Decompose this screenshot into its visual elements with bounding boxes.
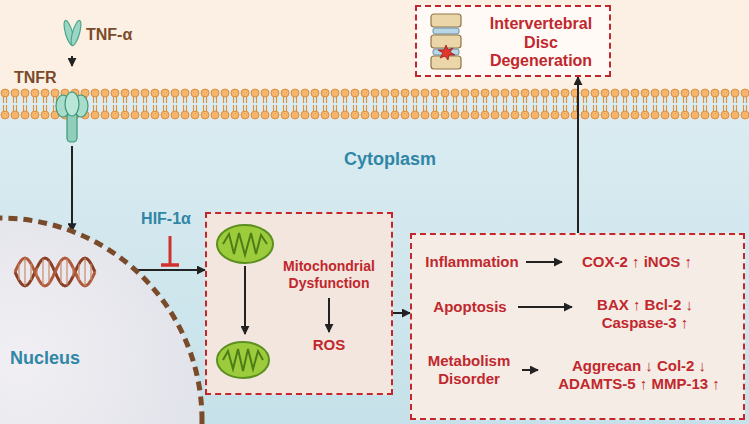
category-label: Apoptosis bbox=[433, 298, 506, 316]
dna-rung bbox=[48, 261, 49, 284]
graphic-part bbox=[15, 258, 95, 286]
dna-rung bbox=[42, 259, 43, 286]
node-text: ROS bbox=[304, 336, 354, 354]
box-fill bbox=[410, 233, 745, 420]
dna-rung bbox=[66, 259, 67, 286]
dna-rung bbox=[90, 264, 91, 280]
inhibitor-label: HIF-1α bbox=[130, 206, 202, 232]
process-box: Mitochondrial DysfunctionROS bbox=[205, 212, 393, 395]
inhibition-stem bbox=[169, 236, 172, 265]
nucleus-icon bbox=[0, 215, 205, 424]
graphic-part bbox=[223, 349, 263, 371]
extracellular-band bbox=[0, 0, 749, 90]
arrow-connector bbox=[393, 312, 410, 314]
receptor: TNFR bbox=[14, 66, 92, 146]
region-label: Cytoplasm bbox=[344, 149, 436, 170]
graphic-part bbox=[223, 233, 267, 255]
node-text: Mitochondrial Dysfunction bbox=[265, 258, 393, 292]
graphic-part bbox=[244, 266, 246, 334]
marker-text: BAX ↑ Bcl-2 ↓ Caspase-3 ↑ bbox=[572, 285, 718, 343]
inhibition-mark bbox=[161, 236, 179, 265]
process-box-icon bbox=[207, 214, 395, 397]
dna-strand bbox=[15, 258, 95, 286]
graphic-part bbox=[431, 14, 461, 27]
dna-rung bbox=[30, 264, 31, 280]
box-fills bbox=[205, 5, 745, 420]
graphic-part bbox=[433, 28, 459, 34]
graphic-part bbox=[0, 218, 202, 424]
arrow-connector bbox=[135, 269, 205, 271]
arrow-connector bbox=[577, 77, 579, 233]
category-label: Metabolism Disorder bbox=[416, 345, 522, 395]
arrow-connector bbox=[71, 146, 73, 231]
dna-rung bbox=[78, 264, 79, 280]
graphic-part bbox=[438, 45, 455, 60]
arrow-connector bbox=[71, 56, 73, 66]
dna-rung bbox=[60, 261, 61, 284]
marker-text: Aggrecan ↓ Col-2 ↓ ADAMTS-5 ↑ MMP-13 ↑ bbox=[538, 357, 740, 393]
outcome-box: Intervertebral Disc Degeneration bbox=[415, 5, 611, 77]
nucleus: Nucleus bbox=[0, 215, 205, 424]
box-fill bbox=[205, 212, 393, 395]
arrow-connector bbox=[522, 369, 538, 371]
graphic-part bbox=[217, 225, 273, 263]
node-text: TNFR bbox=[14, 68, 64, 87]
graphic-part bbox=[65, 92, 79, 116]
marker-text: Aggrecan ↓ Col-2 ↓ ADAMTS-5 ↑ MMP-13 ↑ bbox=[538, 347, 740, 403]
dna-strand bbox=[15, 258, 95, 286]
dna-rung bbox=[18, 264, 19, 280]
category-label: Apoptosis bbox=[422, 294, 518, 320]
dna-rung bbox=[84, 258, 85, 286]
node-text: HIF-1α bbox=[141, 209, 191, 228]
node-text: TNF-α bbox=[86, 25, 150, 44]
category-label: Metabolism Disorder bbox=[416, 352, 522, 388]
inhibition-bar bbox=[161, 263, 179, 267]
marker-text: BAX ↑ Bcl-2 ↓ Caspase-3 ↑ bbox=[572, 296, 718, 332]
graphic-part bbox=[328, 298, 330, 332]
arrow-connector bbox=[518, 306, 572, 308]
graphic-part bbox=[217, 342, 269, 378]
dna-rung bbox=[36, 268, 37, 277]
marker-text: COX-2 ↑ iNOS ↑ bbox=[562, 249, 712, 275]
cell-membrane bbox=[0, 88, 749, 120]
marker-text: COX-2 ↑ iNOS ↑ bbox=[582, 253, 692, 271]
ligand: TNF-α bbox=[60, 16, 152, 56]
arrow-connector bbox=[526, 261, 562, 263]
node-text: Intervertebral Disc Degeneration bbox=[472, 7, 610, 79]
dna-rung bbox=[24, 258, 25, 286]
dna-rung bbox=[72, 268, 73, 277]
category-label: Inflammation bbox=[418, 249, 526, 275]
graphic-part bbox=[69, 20, 83, 47]
outcome-box: Inflammation COX-2 ↑ iNOS ↑ Apoptosis BAX ↑… bbox=[410, 233, 745, 420]
category-label: Inflammation bbox=[425, 253, 518, 271]
node-text: Nucleus bbox=[10, 348, 96, 370]
